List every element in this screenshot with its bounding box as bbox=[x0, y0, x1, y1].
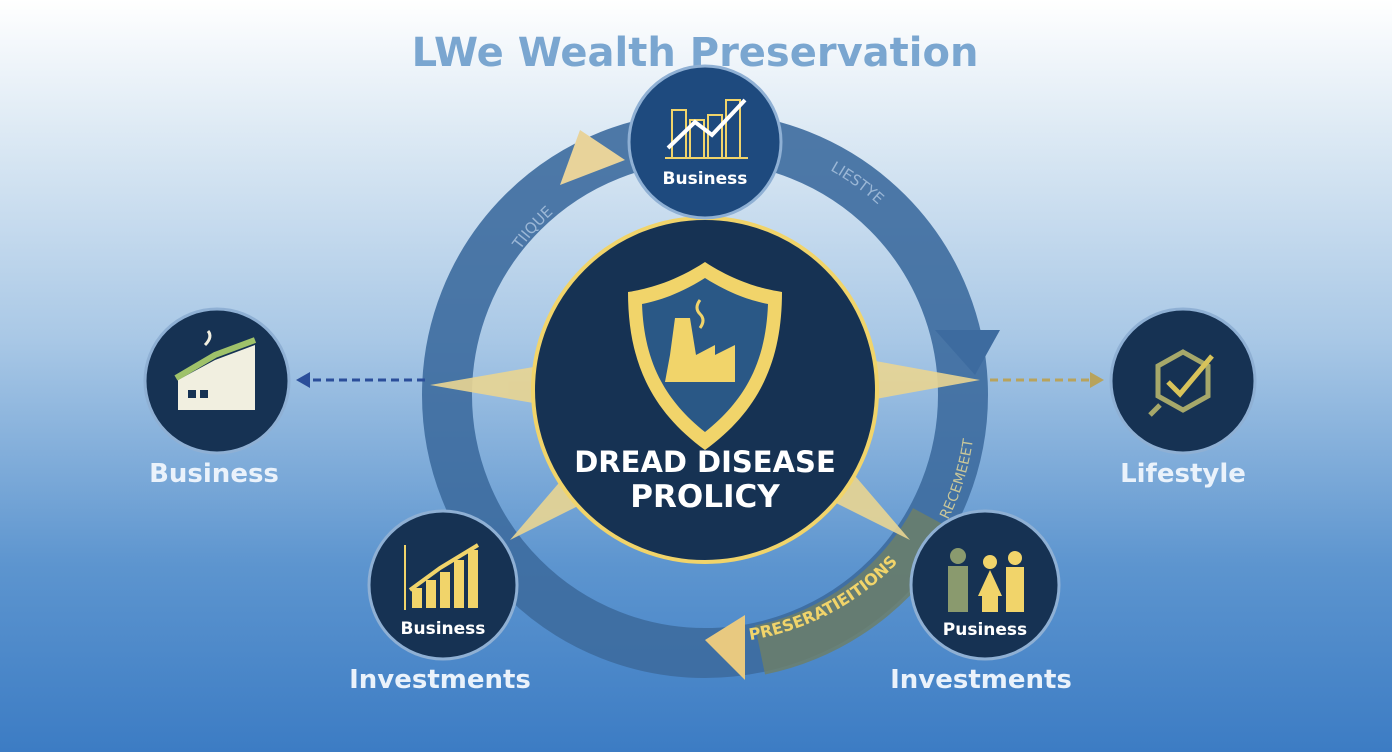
growth-chart-icon bbox=[665, 98, 748, 159]
bar-chart-icon bbox=[404, 543, 480, 610]
dashed-links bbox=[296, 372, 1104, 388]
arrowhead-topleft bbox=[560, 130, 625, 185]
node-left-caption: Business bbox=[149, 459, 279, 489]
node-bottom-right-label: Pusiness bbox=[943, 620, 1027, 640]
arrowhead-bottom bbox=[705, 615, 745, 680]
node-bottom-right: Pusiness bbox=[909, 509, 1061, 661]
node-bottom-left: Business bbox=[367, 509, 519, 661]
connectors bbox=[430, 190, 980, 540]
node-bottom-left-caption: Investments bbox=[349, 665, 531, 695]
ring-segment-right bbox=[754, 507, 957, 675]
hexagon-check-icon bbox=[1148, 349, 1214, 417]
node-left bbox=[143, 307, 291, 455]
center-title-line1: DREAD DISEASE bbox=[574, 445, 836, 479]
node-bottom-left-label: Business bbox=[401, 619, 486, 639]
center-node: DREAD DISEASE PROLICY bbox=[531, 216, 879, 564]
node-right bbox=[1109, 307, 1257, 455]
center-title-line2: PROLICY bbox=[630, 479, 780, 515]
node-bottom-right-caption: Investments bbox=[890, 665, 1072, 695]
node-right-caption: Lifestyle bbox=[1120, 459, 1246, 489]
node-top-label: Business bbox=[663, 169, 748, 189]
shield-factory-icon bbox=[628, 262, 782, 450]
house-growth-icon bbox=[174, 330, 257, 410]
family-icon bbox=[948, 548, 1024, 612]
node-top: Business bbox=[627, 64, 783, 220]
arrowhead-right bbox=[935, 330, 1000, 375]
